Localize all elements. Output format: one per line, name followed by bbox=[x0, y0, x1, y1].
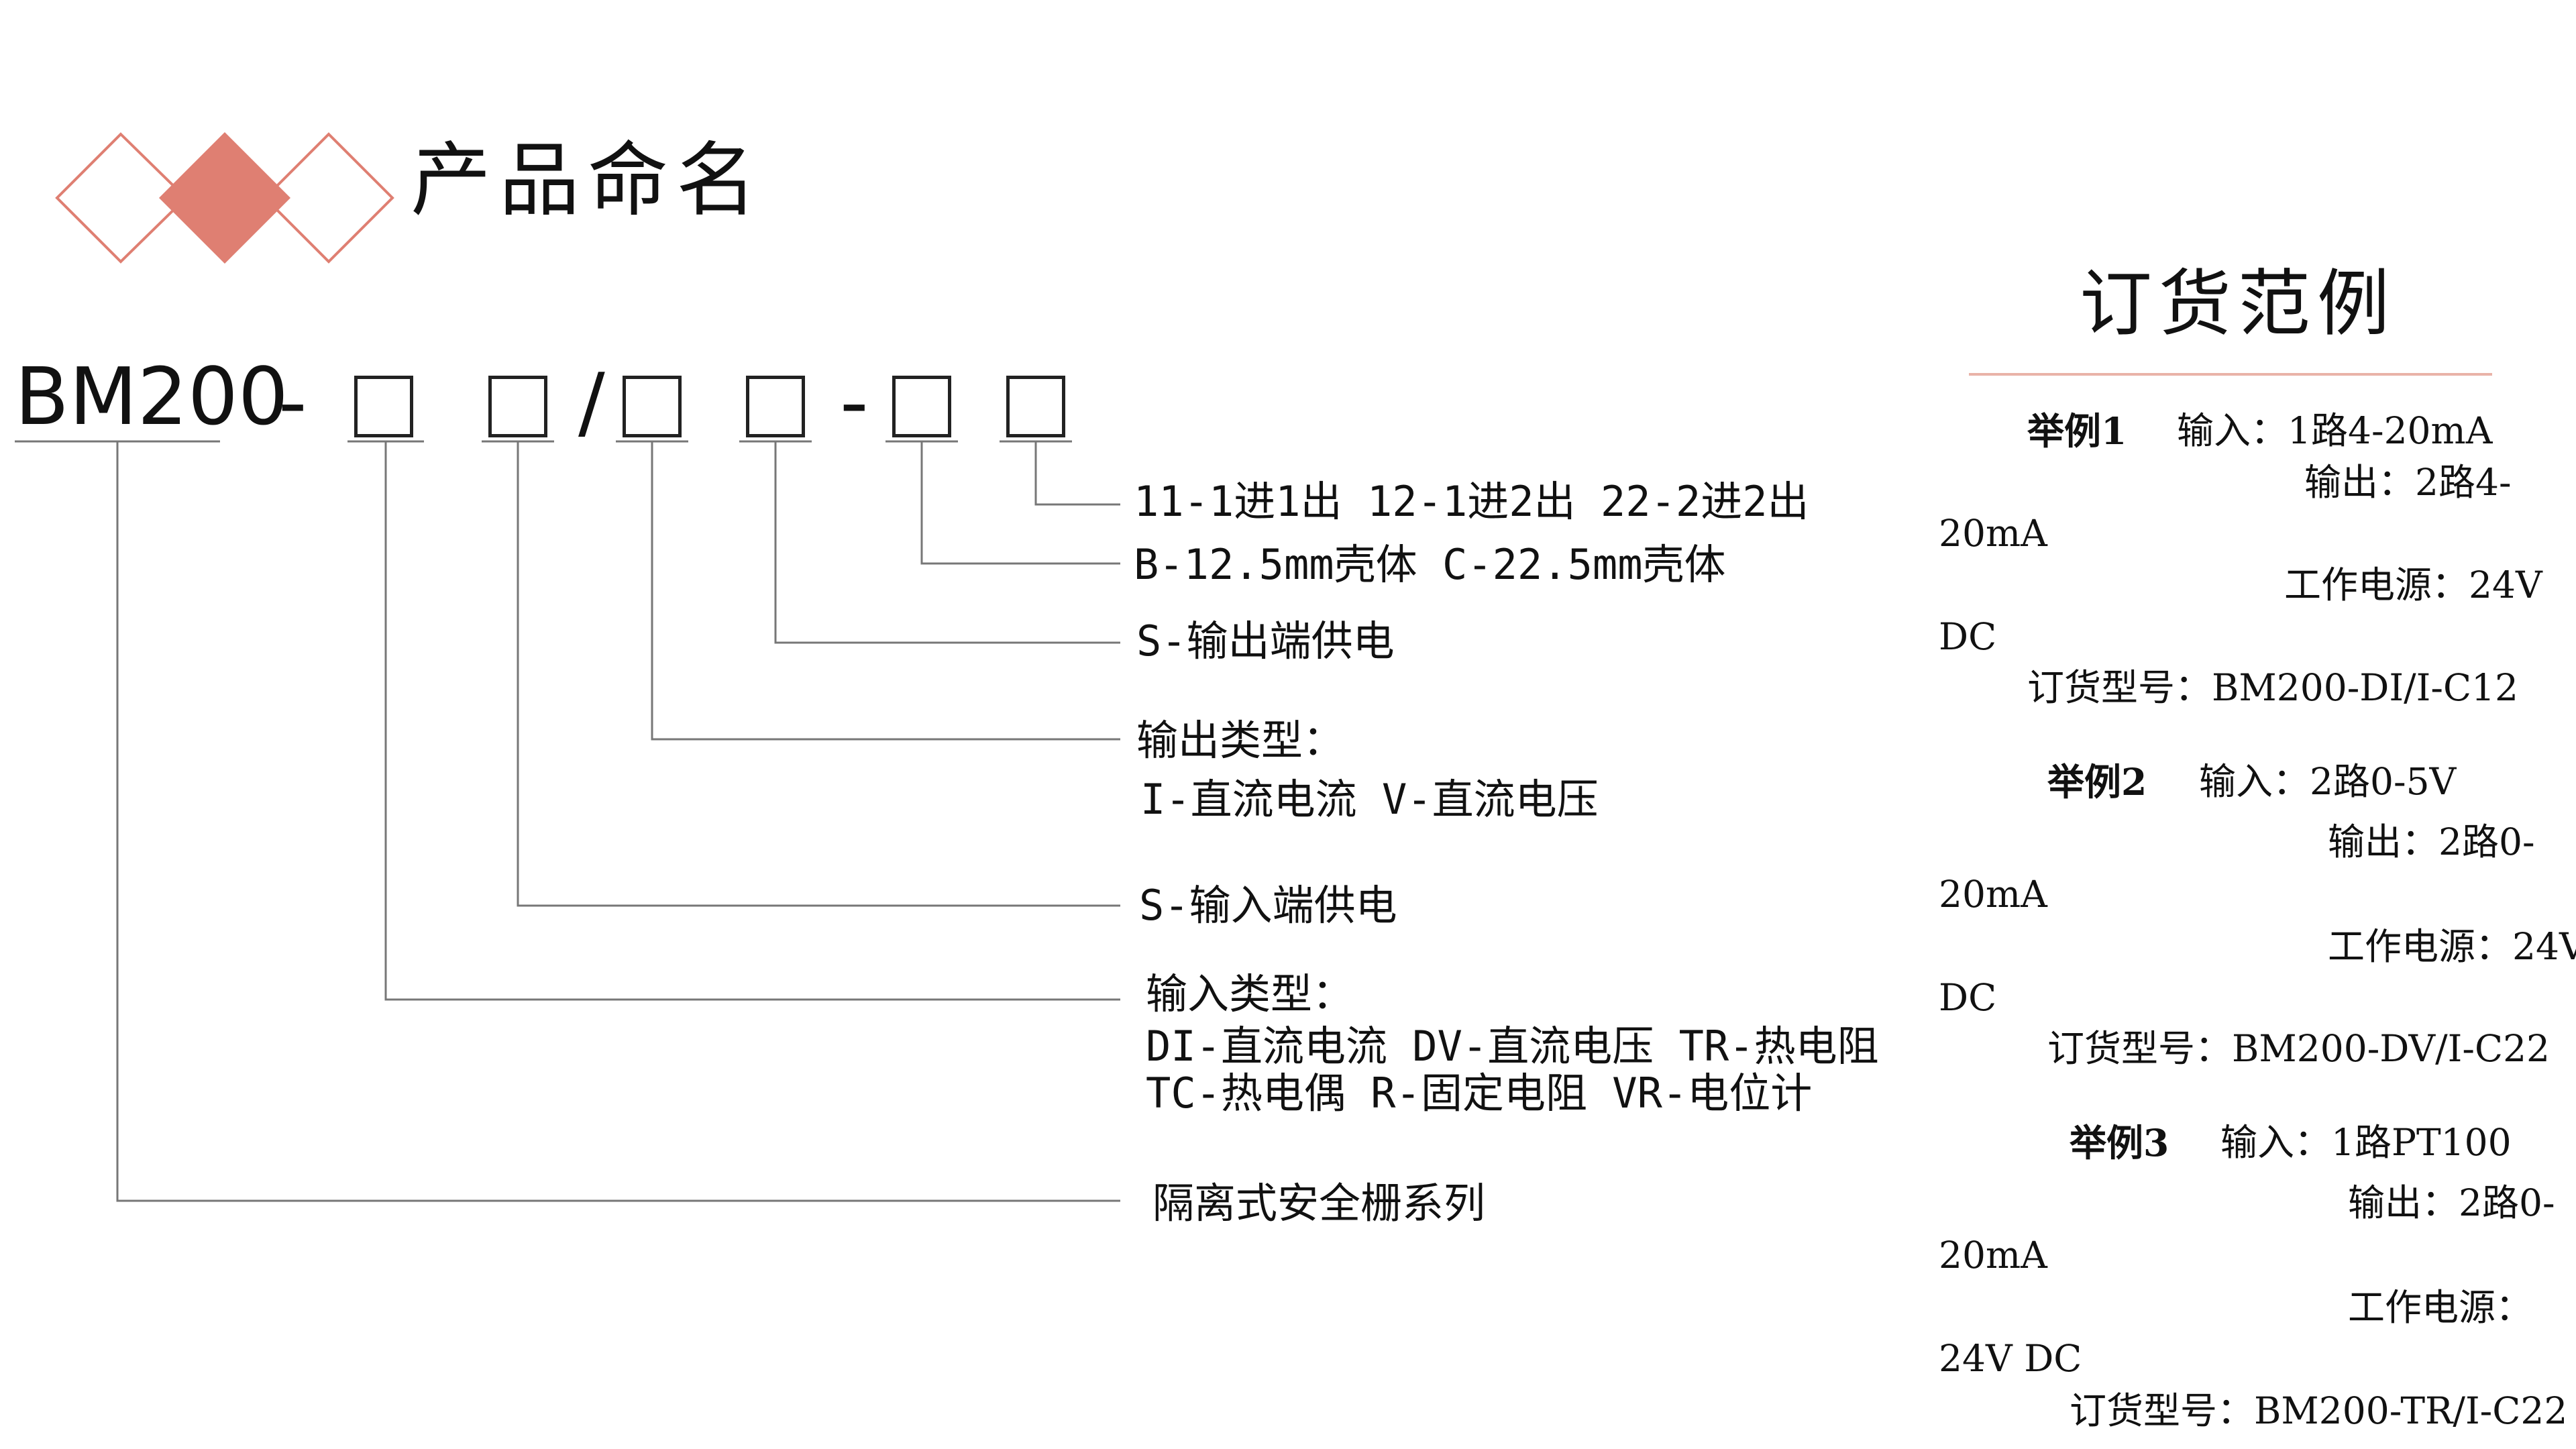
leader-output-power bbox=[774, 441, 1120, 644]
example-1-output-cont: 20mA bbox=[1939, 512, 2047, 555]
label-input-type-heading: 输入类型： bbox=[1146, 969, 1354, 1018]
example-1-output: 输出：2路4- bbox=[2304, 461, 2512, 504]
diamond-outline-right bbox=[263, 132, 394, 264]
model-slot-channels bbox=[1006, 376, 1065, 437]
order-examples-title: 订货范例 bbox=[2080, 262, 2397, 346]
leader-channels bbox=[1034, 441, 1120, 506]
label-output-type-values: I-直流电流 V-直流电压 bbox=[1140, 775, 1599, 824]
model-separator-dash-2: - bbox=[840, 356, 869, 448]
example-1-power-cont: DC bbox=[1939, 615, 1997, 658]
example-2-power: 工作电源：24V bbox=[2328, 925, 2576, 968]
leader-series bbox=[116, 441, 1120, 1202]
example-1-label: 举例1 bbox=[2027, 409, 2127, 453]
label-output-power: S-输出端供电 bbox=[1136, 616, 1395, 665]
label-series: 隔离式安全栅系列 bbox=[1152, 1179, 1486, 1228]
leader-housing bbox=[920, 441, 1120, 565]
label-channels: 11-1进1出 12-1进2出 22-2进2出 bbox=[1134, 477, 1809, 526]
example-3-output-cont: 20mA bbox=[1939, 1234, 2047, 1277]
label-output-type-heading: 输出类型： bbox=[1136, 716, 1345, 765]
example-2-output-cont: 20mA bbox=[1939, 873, 2047, 916]
diamond-logo-icon bbox=[55, 132, 394, 264]
example-1-power: 工作电源：24V bbox=[2284, 564, 2542, 606]
model-separator-slash: / bbox=[578, 356, 605, 448]
model-slot-output-power bbox=[746, 376, 805, 437]
example-3-model: 订货型号：BM200-TR/I-C22 bbox=[2070, 1389, 2568, 1432]
label-input-type-row2: TC-热电偶 R-固定电阻 VR-电位计 bbox=[1146, 1069, 1813, 1118]
leader-input-power bbox=[517, 441, 1120, 907]
example-2-power-cont: DC bbox=[1939, 976, 1997, 1019]
example-3-power-cont: 24V DC bbox=[1939, 1337, 2082, 1380]
example-2-model: 订货型号：BM200-DV/I-C22 bbox=[2047, 1027, 2551, 1070]
example-1-input: 输入：1路4-20mA bbox=[2177, 409, 2493, 452]
leader-output-type bbox=[651, 441, 1120, 741]
leader-input-type bbox=[384, 441, 1120, 1001]
model-prefix: BM200 bbox=[15, 350, 288, 443]
example-3-input: 输入：1路PT100 bbox=[2220, 1121, 2512, 1164]
example-2-output: 输出：2路0- bbox=[2328, 820, 2535, 863]
example-3-output: 输出：2路0- bbox=[2348, 1181, 2555, 1224]
example-2-label: 举例2 bbox=[2047, 760, 2147, 804]
diamond-filled-center bbox=[159, 132, 290, 264]
model-slot-input-power bbox=[488, 376, 547, 437]
order-examples-divider bbox=[1969, 373, 2492, 376]
label-input-type-row1: DI-直流电流 DV-直流电压 TR-热电阻 bbox=[1146, 1022, 1879, 1071]
diamond-outline-left bbox=[55, 132, 188, 264]
example-2-input: 输入：2路0-5V bbox=[2199, 760, 2457, 803]
leader-lines bbox=[15, 440, 1120, 1202]
model-slot-housing bbox=[892, 376, 951, 437]
model-slot-output-type bbox=[623, 376, 682, 437]
label-input-power: S-输入端供电 bbox=[1139, 881, 1397, 930]
model-slot-input-type bbox=[354, 376, 413, 437]
example-3-power: 工作电源： bbox=[2348, 1286, 2533, 1329]
example-3-label: 举例3 bbox=[2070, 1121, 2169, 1165]
page-title: 产品命名 bbox=[411, 134, 765, 227]
example-1-model: 订货型号：BM200-DI/I-C12 bbox=[2027, 666, 2519, 709]
label-housing: B-12.5mm壳体 C-22.5mm壳体 bbox=[1134, 540, 1726, 589]
model-separator-dash-1: - bbox=[278, 356, 307, 448]
